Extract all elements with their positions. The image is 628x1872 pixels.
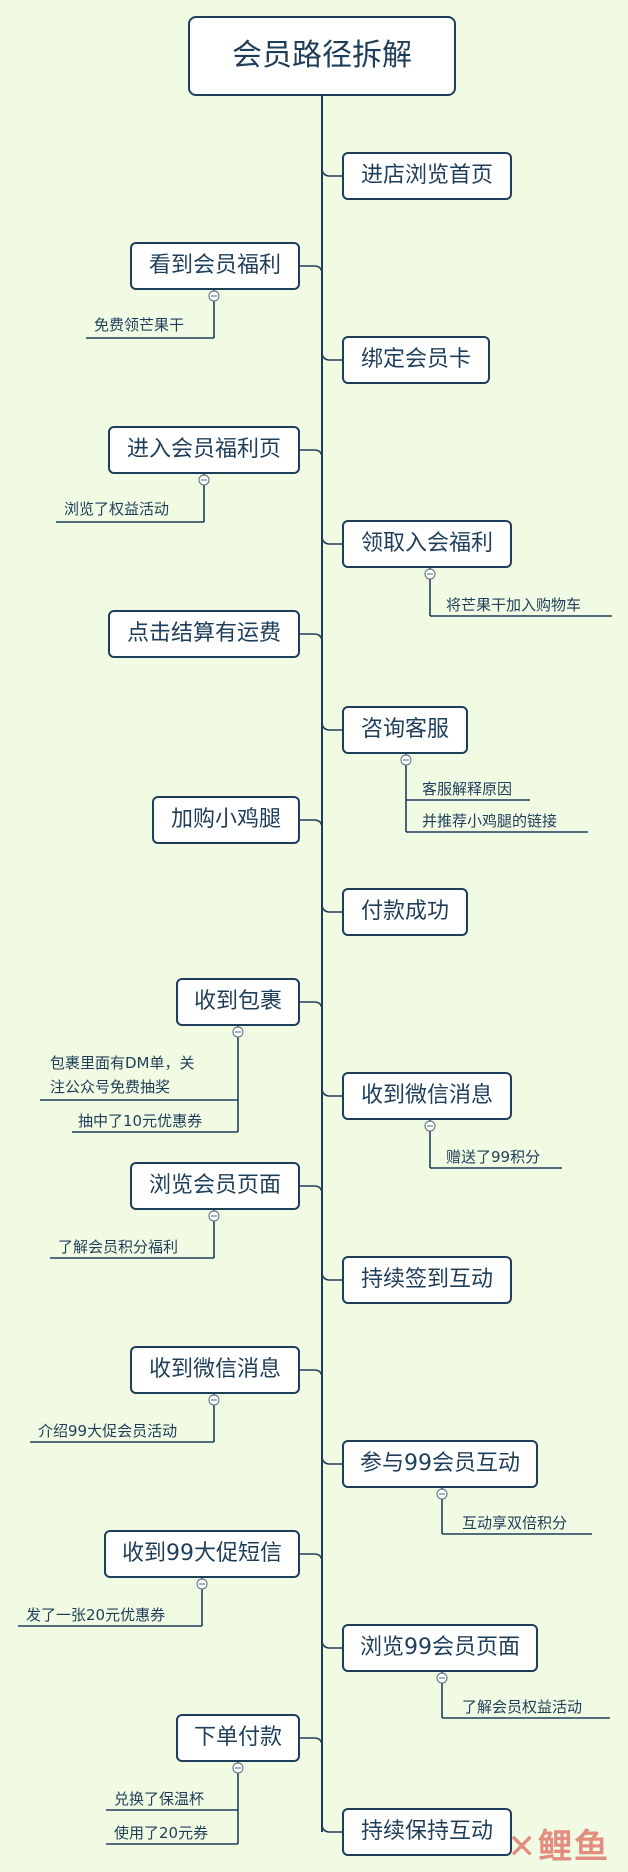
right-branch-5 [321, 1087, 342, 1097]
note-free-mango: 免费领芒果干 [94, 316, 185, 334]
right-node-customer-service[interactable]: 咨询客服 [342, 706, 468, 754]
right-node-payment-success[interactable]: 付款成功 [342, 888, 468, 936]
left-branch-3 [300, 819, 323, 829]
left-node-receive-package[interactable]: 收到包裹 [176, 978, 300, 1026]
note-gift-points: 赠送了99积分 [446, 1148, 541, 1166]
note-recommend-leg: 并推荐小鸡腿的链接 [422, 812, 558, 830]
right-node-99-interaction[interactable]: 参与99会员互动 [342, 1440, 538, 1488]
right-branch-6 [321, 1271, 342, 1281]
left-branch-8 [300, 1737, 323, 1747]
left-node-checkout-shipping[interactable]: 点击结算有运费 [108, 610, 300, 658]
right-branch-7 [321, 1455, 342, 1465]
right-branch-9 [321, 1823, 342, 1833]
note-thermos: 兑换了保温杯 [114, 1790, 205, 1808]
watermark-text: 鲤鱼 [538, 1827, 610, 1867]
right-node-claim-welfare[interactable]: 领取入会福利 [342, 520, 512, 568]
right-branch-2 [321, 535, 342, 545]
left-branch-6 [300, 1369, 323, 1379]
right-branch-4 [321, 903, 342, 913]
note-browse-rights: 浏览了权益活动 [64, 500, 170, 518]
left-branch-2 [300, 633, 323, 643]
right-node-wechat-message[interactable]: 收到微信消息 [342, 1072, 512, 1120]
watermark-logo: ✕鲤鱼 [508, 1819, 611, 1868]
left-branch-4 [300, 1001, 323, 1011]
left-branch-7 [300, 1553, 323, 1563]
note-package-dm-2: 注公众号免费抽奖 [50, 1078, 171, 1096]
left-node-place-order[interactable]: 下单付款 [176, 1714, 300, 1762]
right-branch-1 [321, 351, 342, 361]
note-win-coupon: 抽中了10元优惠券 [78, 1112, 203, 1130]
root-node[interactable]: 会员路径拆解 [188, 16, 456, 96]
left-node-99-sms[interactable]: 收到99大促短信 [104, 1530, 300, 1578]
note-member-points: 了解会员积分福利 [58, 1238, 179, 1256]
right-node-browse-home[interactable]: 进店浏览首页 [342, 152, 512, 200]
left-branch-5 [300, 1185, 323, 1195]
note-99-promo: 介绍99大促会员活动 [38, 1422, 178, 1440]
right-node-bind-card[interactable]: 绑定会员卡 [342, 336, 490, 384]
note-double-points: 互动享双倍积分 [462, 1514, 568, 1532]
left-node-wechat-message[interactable]: 收到微信消息 [130, 1346, 300, 1394]
right-branch-3 [321, 721, 342, 731]
left-branch-1 [300, 449, 323, 459]
right-node-sign-in[interactable]: 持续签到互动 [342, 1256, 512, 1304]
left-branch-0 [300, 265, 323, 275]
left-node-enter-welfare-page[interactable]: 进入会员福利页 [108, 426, 300, 474]
right-branch-0 [321, 167, 342, 177]
left-node-see-welfare[interactable]: 看到会员福利 [130, 242, 300, 290]
note-member-rights: 了解会员权益活动 [462, 1698, 583, 1716]
watermark-x-icon: ✕ [507, 1827, 538, 1867]
left-node-browse-member-page[interactable]: 浏览会员页面 [130, 1162, 300, 1210]
left-node-add-chicken-leg[interactable]: 加购小鸡腿 [152, 796, 300, 844]
right-node-keep-interacting[interactable]: 持续保持互动 [342, 1808, 512, 1856]
note-service-explain: 客服解释原因 [422, 780, 513, 798]
note-20-coupon: 发了一张20元优惠券 [26, 1606, 166, 1624]
note-add-mango: 将芒果干加入购物车 [446, 596, 582, 614]
note-package-dm-1: 包裹里面有DM单，关 [50, 1054, 195, 1072]
note-used-coupon: 使用了20元券 [114, 1824, 209, 1842]
right-branch-8 [321, 1639, 342, 1649]
right-node-99-member-page[interactable]: 浏览99会员页面 [342, 1624, 538, 1672]
